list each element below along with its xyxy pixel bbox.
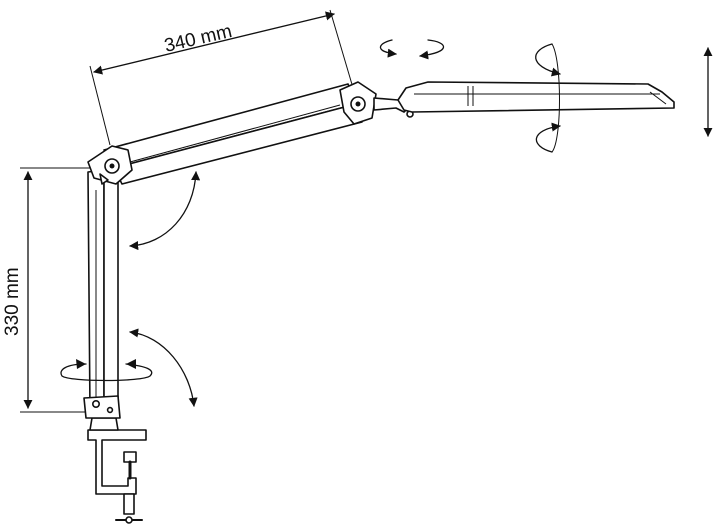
elbow-rotation-arrow [129,171,201,251]
arm-length-label: 340 mm [162,21,234,57]
lamp-column [83,165,121,419]
lamp-head [397,81,675,113]
base-tilt-arrow [129,328,198,407]
column-height-dimension: 330 mm [2,167,92,413]
head-tilt-rotation-arrow [535,43,561,153]
base-horizontal-rotation-arrow [60,359,153,382]
head-horizontal-rotation-arrow [379,39,445,60]
column-height-label: 330 mm [2,267,23,336]
base-joint-screw [92,399,101,408]
table-clamp [87,417,147,524]
lamp-arm [103,83,363,185]
elbow-joint [87,145,133,185]
